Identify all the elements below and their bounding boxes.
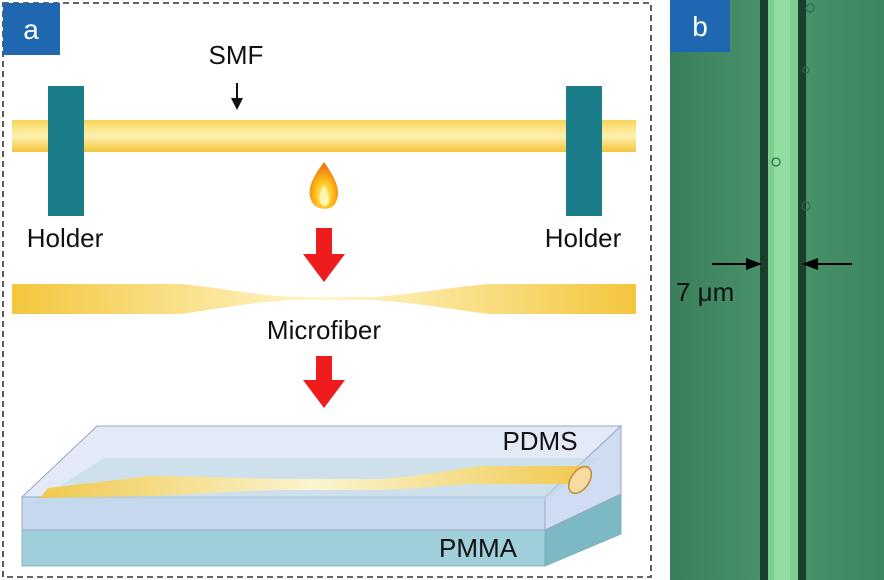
- flame-icon: [309, 162, 339, 209]
- panel-b: b 7 μm: [670, 0, 884, 580]
- fiber-end-face: [567, 465, 593, 495]
- micrograph-fiber-edge-right: [798, 0, 806, 580]
- width-measurement-label: 7 μm: [676, 277, 734, 307]
- tapered-microfiber: [12, 284, 636, 314]
- down-arrow-icon: [303, 228, 345, 282]
- holder-right-label: Holder: [545, 223, 622, 253]
- panel-a: a SMF Holder Holder Microfiber: [2, 2, 652, 578]
- panel-b-badge-label: b: [692, 11, 708, 42]
- panel-b-badge: [670, 0, 730, 52]
- embedded-microfiber: [40, 466, 590, 498]
- holder-right: [566, 86, 602, 216]
- microfiber-label: Microfiber: [267, 315, 381, 345]
- smf-pointer-arrow: [231, 83, 243, 110]
- width-arrow-left: [712, 258, 762, 270]
- holder-left-label: Holder: [27, 223, 104, 253]
- panel-a-badge-label: a: [23, 14, 39, 45]
- smf-label: SMF: [209, 40, 264, 70]
- smf-fiber: [12, 120, 636, 152]
- down-arrow-icon: [303, 356, 345, 408]
- panel-a-border: [2, 2, 652, 578]
- pdms-label: PDMS: [502, 426, 577, 456]
- panel-a-badge: [3, 3, 60, 55]
- pdms-pmma-block: [20, 424, 623, 567]
- holder-left: [48, 86, 84, 216]
- pmma-label: PMMA: [439, 533, 518, 563]
- micrograph-fiber-edge-left: [760, 0, 768, 580]
- width-arrow-right: [802, 258, 852, 270]
